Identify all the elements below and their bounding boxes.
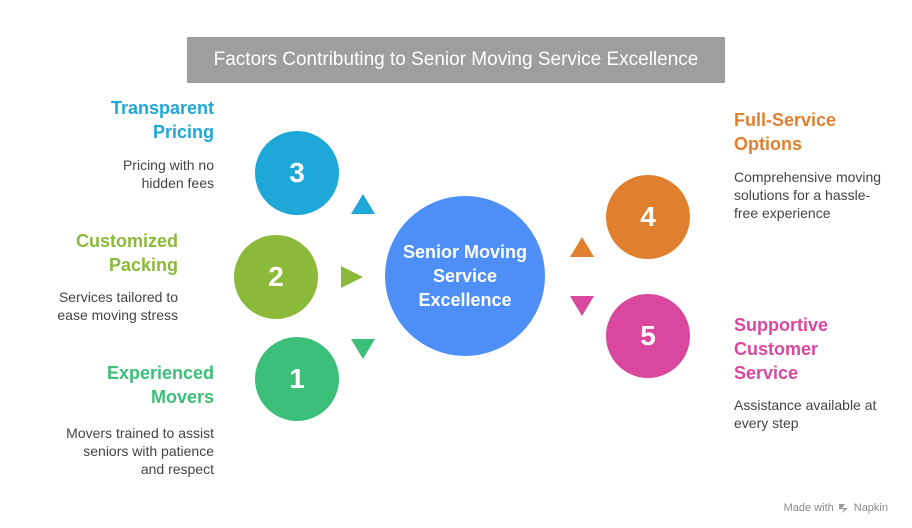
- factor-heading-supportive-customer-service: Supportive Customer Service: [734, 315, 829, 383]
- factor-desc-full-service-options: Comprehensive moving solutions for a has…: [734, 169, 882, 221]
- diagram-title: Factors Contributing to Senior Moving Se…: [187, 37, 725, 83]
- napkin-credit: Made with Napkin: [784, 502, 888, 514]
- arrow-down-icon: [570, 296, 594, 316]
- center-label: Senior Moving Service Excellence: [402, 242, 527, 310]
- factor-heading-customized-packing: Customized Packing: [75, 231, 178, 275]
- arrow-right-icon: [341, 266, 363, 288]
- factor-circle-4: 4: [606, 175, 690, 259]
- center-circle: Senior Moving Service Excellence: [385, 196, 545, 356]
- footer-text: Made with: [783, 502, 834, 514]
- factor-circle-3: 3: [255, 131, 339, 215]
- napkin-logo-icon: [838, 504, 848, 513]
- factor-circle-1: 1: [255, 337, 339, 421]
- factor-number: 4: [640, 201, 656, 232]
- factor-number: 2: [268, 261, 284, 292]
- factor-heading-full-service-options: Full-Service Options: [734, 110, 837, 154]
- factor-desc-transparent-pricing: Pricing with no hidden fees: [122, 157, 214, 191]
- factor-circle-2: 2: [234, 235, 318, 319]
- factor-desc-customized-packing: Services tailored to ease moving stress: [57, 289, 178, 323]
- arrow-up-icon: [570, 237, 594, 257]
- factor-number: 5: [640, 320, 656, 351]
- factor-number: 1: [289, 363, 305, 394]
- arrow-down-icon: [351, 339, 375, 359]
- factor-circle-5: 5: [606, 294, 690, 378]
- factor-desc-supportive-customer-service: Assistance available at every step: [734, 397, 877, 431]
- arrow-up-icon: [351, 194, 375, 214]
- factor-number: 3: [289, 157, 305, 188]
- factor-heading-transparent-pricing: Transparent Pricing: [110, 98, 214, 142]
- factor-heading-experienced-movers: Experienced Movers: [106, 363, 214, 407]
- footer-brand: Napkin: [853, 502, 888, 514]
- factor-desc-experienced-movers: Movers trained to assist seniors with pa…: [66, 425, 214, 477]
